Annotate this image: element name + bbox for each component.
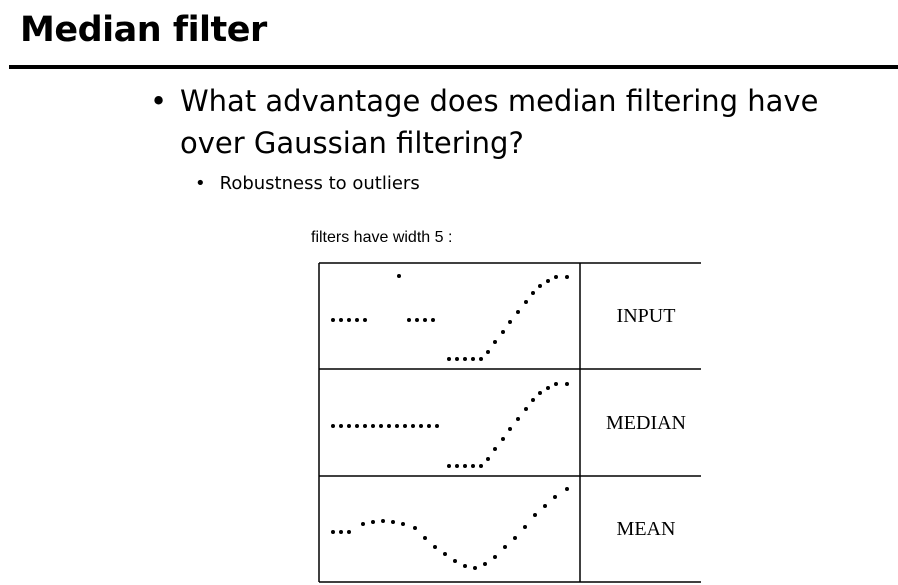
input-signal bbox=[331, 274, 569, 361]
row-label-input: INPUT bbox=[617, 305, 676, 327]
sub-bullet-answer-text: Robustness to outliers bbox=[219, 173, 420, 194]
bullet-question-text: What advantage does median filtering hav… bbox=[180, 84, 819, 160]
sub-bullet-answer: • Robustness to outliers bbox=[195, 171, 420, 197]
filter-comparison-figure: INPUT MEDIAN MEAN bbox=[318, 262, 701, 583]
sub-bullet-marker: • bbox=[195, 173, 206, 194]
mean-signal bbox=[331, 487, 569, 570]
title-divider bbox=[9, 65, 898, 69]
bullet-marker: • bbox=[150, 84, 168, 118]
median-signal bbox=[331, 382, 569, 468]
slide-title: Median filter bbox=[20, 10, 267, 50]
row-label-median: MEDIAN bbox=[606, 412, 686, 434]
figure-caption: filters have width 5 : bbox=[311, 229, 453, 246]
row-label-mean: MEAN bbox=[617, 518, 676, 540]
bullet-question: • What advantage does median filtering h… bbox=[150, 80, 880, 164]
